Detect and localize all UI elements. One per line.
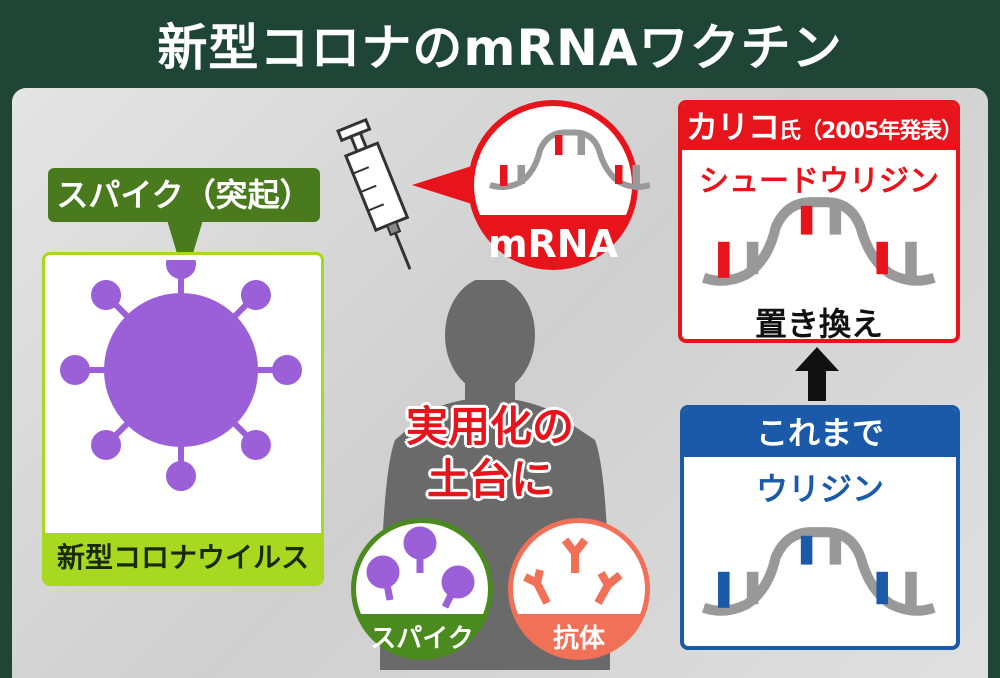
- virus-spike: [91, 280, 122, 311]
- virus-spike: [240, 429, 271, 460]
- spike-tag: スパイク（突起）: [48, 168, 320, 222]
- replace-label: 置き換え: [754, 305, 883, 343]
- pseudouridine-label: シュードウリジン: [699, 164, 939, 199]
- antibody-icon: [523, 537, 623, 605]
- spike-label: スパイク: [370, 624, 474, 654]
- researcher-name: カリコ: [686, 108, 780, 146]
- virus-spike: [166, 461, 196, 491]
- antibody-circle: [508, 518, 650, 660]
- pseudouridine-box: カリコ氏（2005年発表） シュードウリジン 置き換え: [678, 100, 960, 343]
- antibody-label: 抗体: [552, 624, 605, 654]
- virus-spike: [91, 429, 122, 460]
- mrna-label: mRNA: [487, 222, 619, 266]
- virus-spike: [166, 260, 196, 279]
- syringe-icon: [336, 117, 412, 270]
- virus-spike: [60, 355, 90, 385]
- previous-header: これまで: [684, 409, 956, 457]
- virus-spike: [240, 280, 271, 311]
- page-title: 新型コロナのmRNAワクチン: [157, 19, 843, 77]
- tag-pointer-icon: [167, 220, 203, 280]
- uridine-label: ウリジン: [755, 470, 884, 508]
- headline-line1: 実用化の: [405, 402, 574, 451]
- mrna-circle: [412, 100, 650, 270]
- rna-strand-red-icon: [702, 197, 936, 286]
- mrna-strand-icon: [489, 129, 650, 190]
- virus-icon: [60, 260, 302, 491]
- rna-strand-blue-icon: [702, 527, 936, 616]
- spike-protein-icon: [366, 526, 475, 609]
- arrow-up-icon: [795, 347, 839, 401]
- virus-spike: [272, 355, 302, 385]
- researcher-note: 氏（2005年発表）: [779, 119, 960, 144]
- virus-label: 新型コロナウイルス: [45, 533, 321, 583]
- spike-circle: [351, 518, 493, 660]
- headline-line2: 土台に: [426, 455, 553, 504]
